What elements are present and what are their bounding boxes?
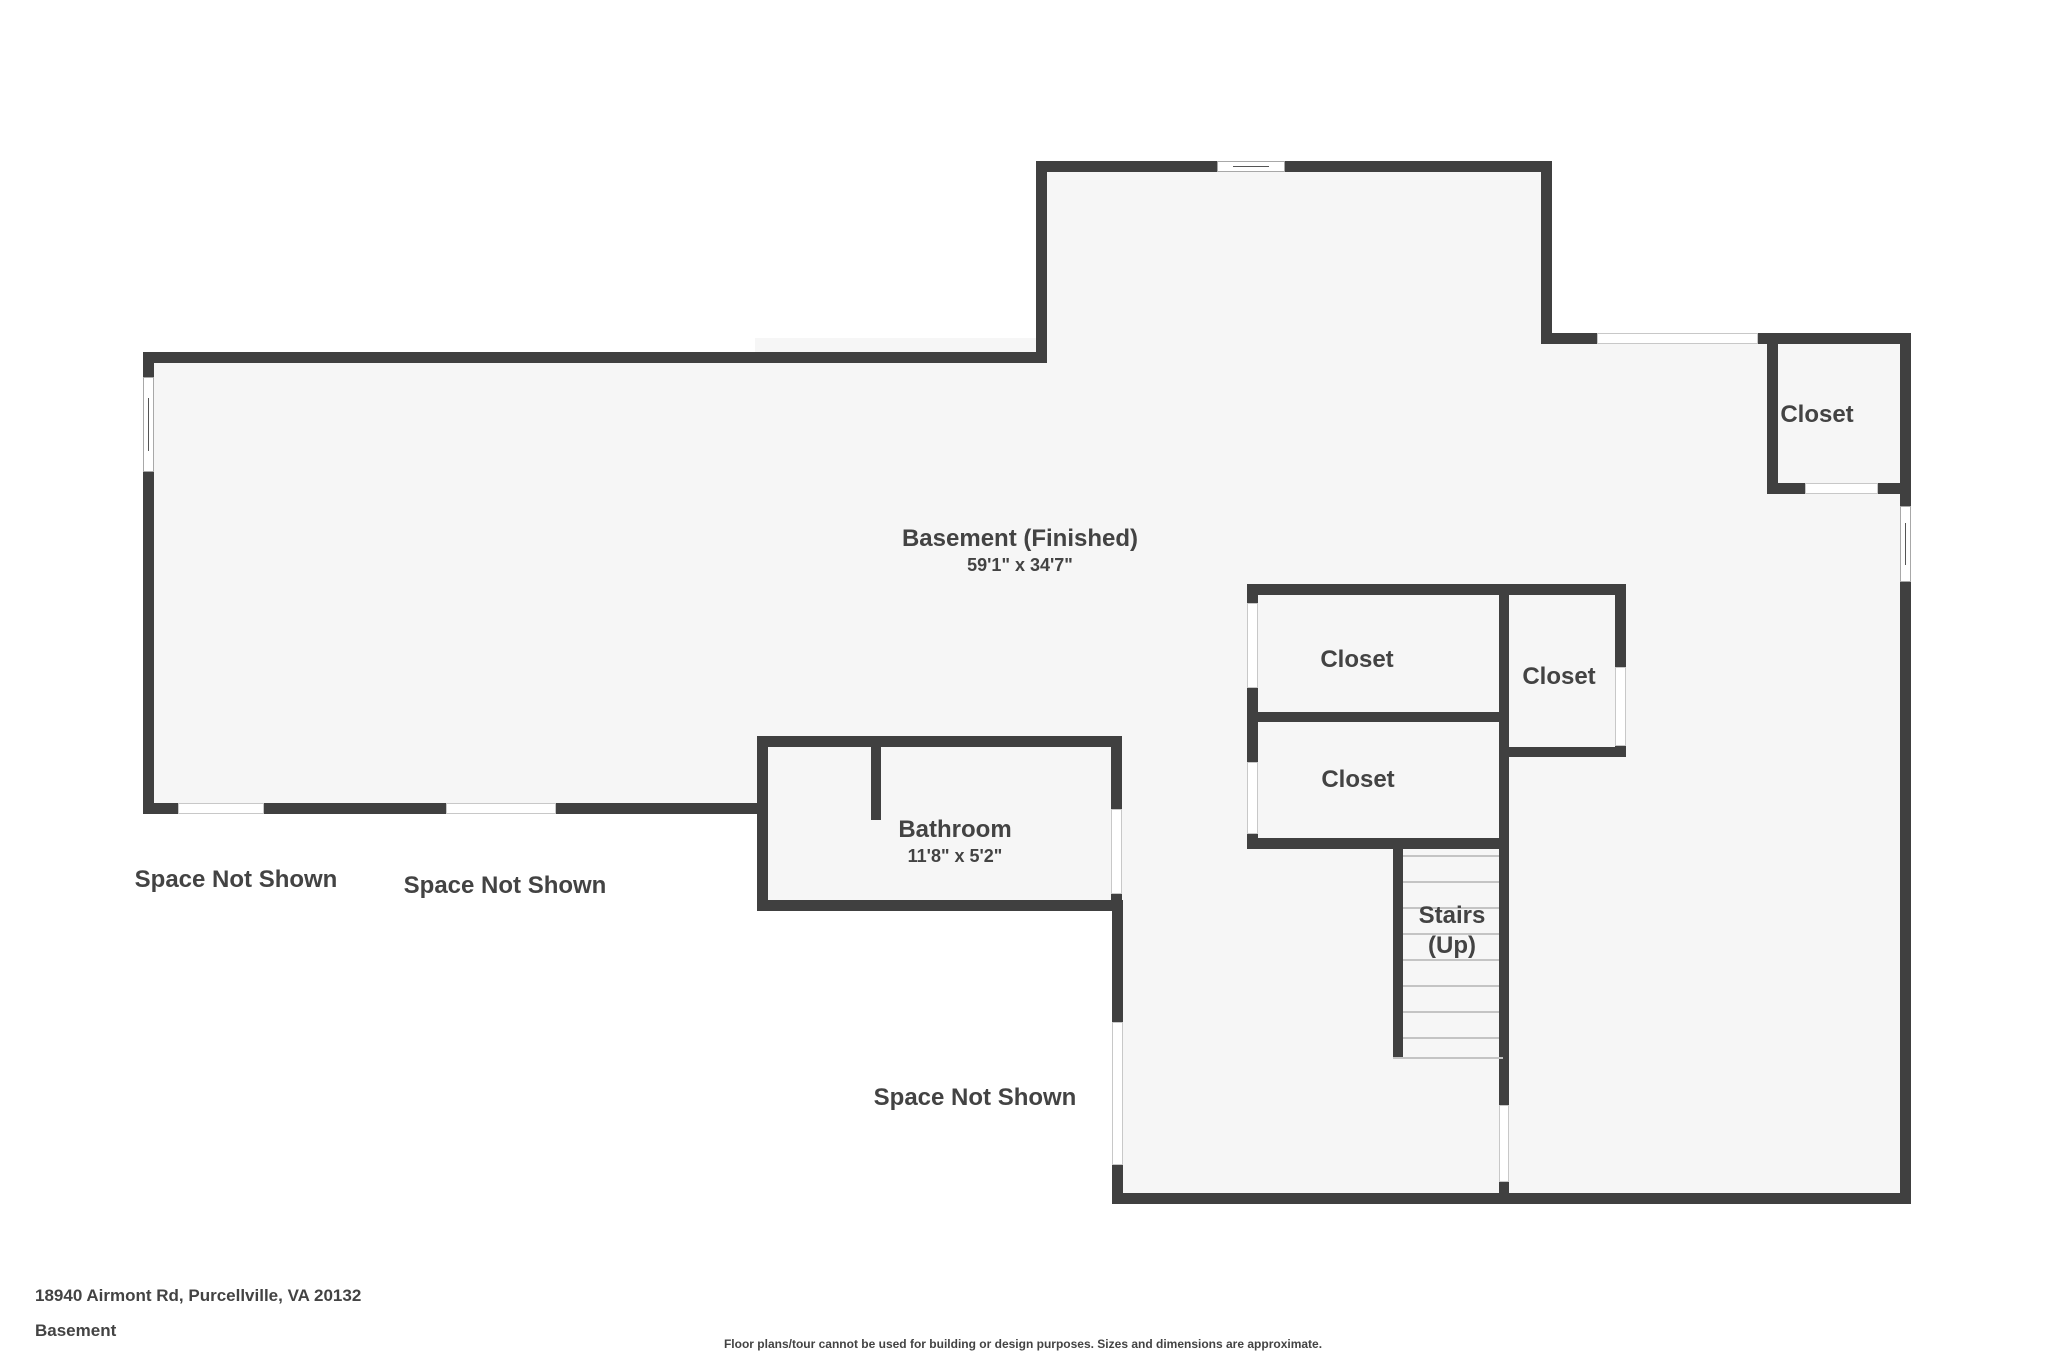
- room-label-basement: Basement (Finished) 59'1" x 34'7": [902, 524, 1138, 577]
- stair-tread: [1403, 881, 1499, 883]
- window-left-wall: [143, 377, 154, 472]
- opening-closet-1: [1247, 603, 1258, 688]
- cluster-wall-mid-horizontal: [1247, 712, 1509, 722]
- stairs-bottom-edge: [1393, 1057, 1503, 1059]
- wall-bottom-right: [1117, 1193, 1911, 1204]
- opening-step-wall: [1597, 333, 1758, 344]
- floor-main-lower-right: [1117, 700, 1905, 1198]
- floor-bathroom: [762, 741, 1117, 906]
- address: 18940 Airmont Rd, Purcellville, VA 20132: [35, 1286, 362, 1305]
- room-label-closet-right: Closet: [1522, 663, 1596, 690]
- opening-closet-3: [1247, 762, 1258, 834]
- wall-upper-left: [1036, 161, 1047, 363]
- floor-main-left: [149, 358, 759, 808]
- stair-tread: [1403, 1037, 1499, 1039]
- cluster-wall-top: [1247, 584, 1626, 595]
- cluster-wall-mid-vertical: [1499, 584, 1509, 1204]
- opening-bottom-left-1: [178, 803, 264, 814]
- stair-tread: [1403, 959, 1499, 961]
- opening-lower-left-wall: [1112, 1022, 1123, 1165]
- wall-top-left: [143, 352, 1047, 363]
- closet-r-wall-bottom: [1499, 747, 1626, 757]
- opening-stairs-wall: [1499, 1105, 1509, 1182]
- wall-upper-right: [1541, 161, 1552, 343]
- stair-tread: [1403, 1011, 1499, 1013]
- stair-tread: [1403, 907, 1499, 909]
- opening-closet-tr: [1805, 483, 1878, 494]
- opening-closet-2: [1615, 667, 1626, 746]
- space-not-shown-label: Space Not Shown: [403, 872, 607, 899]
- space-not-shown-label: Space Not Shown: [134, 866, 338, 893]
- room-name: Basement (Finished): [901, 524, 1139, 552]
- room-label-closet-upper: Closet: [1320, 646, 1394, 673]
- floor-main-center: [755, 338, 1905, 738]
- stair-tread: [1403, 855, 1499, 857]
- wall-left: [143, 352, 154, 814]
- room-label-closet-top-right: Closet: [1780, 401, 1854, 428]
- room-dims: 59'1" x 34'7": [967, 554, 1073, 575]
- opening-bathroom-right: [1111, 809, 1122, 894]
- cluster-wall-bottom: [1247, 838, 1509, 849]
- stair-tread: [1403, 985, 1499, 987]
- bathroom-wall-stub: [871, 736, 881, 820]
- space-not-shown-label: Space Not Shown: [873, 1084, 1077, 1111]
- opening-bottom-left-2: [446, 803, 556, 814]
- bathroom-wall-left: [757, 736, 768, 911]
- floor-title: Basement: [35, 1321, 117, 1340]
- bathroom-wall-bottom: [757, 900, 1122, 911]
- room-label-stairs: Stairs (Up): [1418, 902, 1486, 959]
- room-label-bathroom: Bathroom 11'8" x 5'2": [898, 815, 1011, 868]
- stair-tread: [1403, 933, 1499, 935]
- room-label-closet-lower: Closet: [1321, 766, 1395, 793]
- window-upper-top: [1217, 161, 1285, 172]
- stairs-wall-left: [1393, 838, 1403, 1058]
- closet-tr-wall-left: [1767, 333, 1778, 494]
- room-dims: 11'8" x 5'2": [907, 845, 1003, 866]
- wall-right: [1900, 333, 1911, 1204]
- window-right-wall: [1900, 506, 1911, 582]
- bathroom-wall-top: [757, 736, 1122, 747]
- floor-upper-block: [1041, 166, 1547, 366]
- room-name: Bathroom: [898, 815, 1012, 843]
- disclaimer: Floor plans/tour cannot be used for buil…: [723, 1337, 1323, 1351]
- wall-upper-top: [1036, 161, 1552, 172]
